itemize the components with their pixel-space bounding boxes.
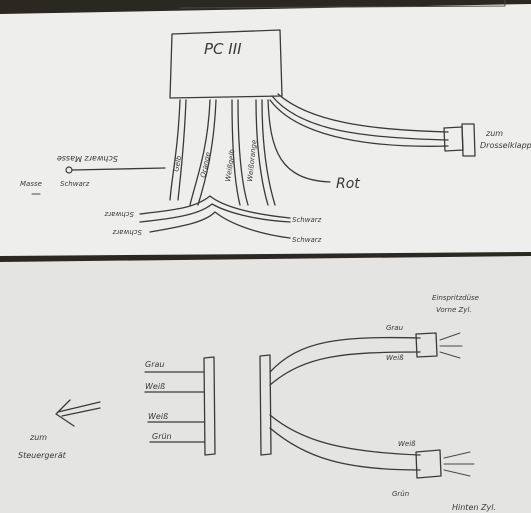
- wire-label-gelb: Gelb: [172, 154, 183, 172]
- left-connector-body: [203, 356, 216, 456]
- top-conn-label-weiss: Weiß: [386, 354, 404, 362]
- left-label-weiss-1: Weiß: [145, 382, 165, 391]
- throttle-plug-end: [461, 123, 476, 157]
- wire-weissorange-b: [261, 99, 276, 206]
- top-conn-label-grau: Grau: [386, 324, 404, 332]
- wire-rot: [267, 99, 331, 183]
- bottom-spray-icon: [443, 451, 475, 477]
- wire-gelb-a: [169, 99, 181, 201]
- top-spray-icon: [439, 332, 463, 359]
- wire-weissorange-a: [255, 99, 269, 206]
- arrow-to-steuergeraet-icon: [55, 399, 101, 427]
- wire-weissgelb-b: [237, 99, 249, 206]
- right-connector-body: [259, 354, 272, 456]
- wire-gelb-b: [177, 99, 187, 201]
- lower-wire-upper: [139, 195, 291, 219]
- bottom-injector-title: Hinten Zyl.: [452, 503, 496, 512]
- steuergeraet-label-1: zum: [29, 433, 47, 442]
- throttle-label-2: Drosselklappe: [480, 141, 531, 150]
- lower-wire-mid: [139, 203, 291, 223]
- throttle-wire-1: [271, 95, 449, 141]
- wire-weissgelb-a: [231, 99, 241, 206]
- pc3-box: [169, 29, 283, 99]
- bottom-conn-label-gruen: Grün: [392, 490, 409, 498]
- ground-label: Masse: [20, 180, 42, 188]
- previous-sheet-edge: [179, 0, 506, 9]
- lower-right-label-2: Schwarz: [292, 236, 322, 244]
- ground-wire-label-upside: Schwarz Masse: [57, 154, 118, 163]
- steuergeraet-label-2: Steuergerät: [18, 451, 67, 460]
- lower-right-label-1: Schwarz: [292, 216, 322, 224]
- ground-wire-label: Schwarz: [60, 180, 90, 188]
- throttle-wire-2: [277, 93, 449, 133]
- top-injector-title-2: Vorne Zyl.: [436, 306, 472, 314]
- bottom-cable-1: [269, 414, 421, 456]
- lower-left-label-1: Schwarz: [104, 210, 134, 218]
- pc3-label: PC III: [204, 40, 242, 58]
- sheet-bottom: [0, 256, 531, 513]
- top-cable-2: [269, 351, 421, 386]
- left-label-grau: Grau: [145, 360, 164, 369]
- throttle-wire-3: [269, 99, 449, 147]
- left-label-weiss-2: Weiß: [148, 412, 168, 421]
- lower-left-label-2: Schwarz: [112, 228, 142, 236]
- bottom-injector-plug: [415, 449, 442, 479]
- lower-wire-lower: [149, 211, 291, 239]
- sheet-top: [0, 4, 531, 256]
- top-injector-plug: [415, 332, 438, 358]
- wire-orange-b: [197, 99, 217, 206]
- wire-orange-a: [189, 99, 211, 206]
- black-ground-wire: [71, 167, 166, 171]
- top-cable-1: [269, 336, 421, 373]
- left-label-gruen: Grün: [152, 432, 172, 441]
- throttle-label-1: zum: [485, 129, 503, 138]
- bottom-conn-label-weiss: Weiß: [398, 440, 416, 448]
- top-injector-title-1: Einspritzdüse: [432, 294, 479, 302]
- wire-label-rot: Rot: [336, 176, 360, 192]
- bottom-cable-2: [269, 427, 421, 471]
